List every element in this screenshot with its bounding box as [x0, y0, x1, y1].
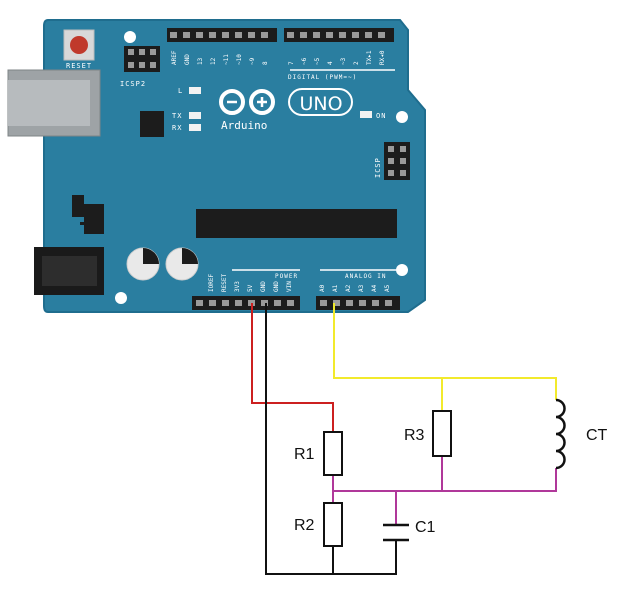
- pin-label: 3V3: [234, 281, 241, 292]
- resistor-r1: [323, 431, 343, 476]
- inductor-ct-icon: [555, 398, 566, 470]
- pin-label: ~9: [249, 57, 256, 65]
- pin-label: 4: [327, 61, 334, 65]
- pin-label: A0: [319, 284, 326, 292]
- pin-label: A5: [384, 284, 391, 292]
- power-header: [192, 296, 300, 310]
- power-pin-labels: IOREF RESET 3V3 5V GND GND VIN: [208, 274, 293, 292]
- icsp-label: ICSP: [374, 157, 382, 178]
- pin-label: VIN: [286, 281, 293, 292]
- pin-label: ~5: [314, 57, 321, 65]
- reset-label: RESET: [66, 62, 92, 70]
- pin-label: 8: [262, 61, 269, 65]
- power-jack-inner: [42, 256, 97, 286]
- led-l-label: L: [178, 87, 183, 95]
- wire-red-5v: [251, 303, 334, 432]
- led-tx: [189, 112, 201, 119]
- pin-label: 13: [197, 57, 204, 65]
- led-tx-label: TX: [172, 112, 182, 120]
- pin-label: RX◂0: [379, 50, 386, 65]
- resistor-r3: [432, 410, 452, 457]
- wire-magenta-mid: [332, 468, 557, 492]
- pin-label: GND: [184, 54, 191, 65]
- pin-label: RESET: [221, 274, 228, 292]
- r3-label: R3: [404, 427, 425, 444]
- pin-label: ~6: [301, 57, 308, 65]
- digital-header-label: DIGITAL (PWM=~): [288, 74, 357, 81]
- led-l: [189, 87, 201, 94]
- usb-connector-inner: [8, 80, 90, 126]
- pin-label: 7: [288, 61, 295, 65]
- arduino-brand: Arduino: [221, 119, 267, 132]
- arduino-logo-icon: [219, 89, 275, 115]
- wire-yellow-a1: [333, 303, 557, 400]
- pin-label: ~10: [236, 54, 243, 65]
- capacitor-c1: [383, 523, 409, 542]
- pin-label: A4: [371, 284, 378, 292]
- small-chip: [140, 111, 164, 137]
- pin-label: 5V: [247, 284, 254, 292]
- digital-header-right: [284, 28, 394, 42]
- analog-header: [316, 296, 400, 310]
- digital-top-pin-labels: AREF GND 13 12 ~11 ~10 ~9 8: [171, 50, 269, 65]
- board-capacitor: [165, 247, 199, 281]
- pin-label: TX▸1: [366, 50, 373, 65]
- led-rx: [189, 124, 201, 131]
- resistor-r2: [323, 502, 343, 547]
- led-rx-label: RX: [172, 124, 182, 132]
- mount-hole: [115, 292, 127, 304]
- analog-label: ANALOG IN: [345, 273, 387, 280]
- analog-pin-labels: A0 A1 A2 A3 A4 A5: [319, 284, 391, 292]
- icsp-header: [384, 142, 410, 180]
- digital-header-left: [167, 28, 277, 42]
- atmega-chip: [196, 209, 397, 238]
- wire-black-gnd: [265, 303, 397, 575]
- voltage-regulator: [72, 195, 104, 234]
- power-label: POWER: [275, 273, 298, 280]
- uno-label: UNO: [299, 93, 342, 115]
- c1-label: C1: [415, 519, 436, 536]
- reset-button[interactable]: [63, 29, 95, 61]
- ct-label: CT: [586, 427, 608, 444]
- wires: [251, 303, 557, 575]
- pin-label: 12: [210, 57, 217, 65]
- uno-badge: [288, 88, 353, 116]
- on-label: ON: [376, 112, 386, 120]
- pin-label: 2: [353, 61, 360, 65]
- pin-label: ~3: [340, 57, 347, 65]
- board-capacitor: [126, 247, 160, 281]
- mount-hole: [396, 264, 408, 276]
- mount-hole: [124, 31, 136, 43]
- pin-label: A1: [332, 284, 339, 292]
- board-outline: [43, 19, 426, 313]
- pin-label: GND: [273, 281, 280, 292]
- icsp2-label: ICSP2: [120, 80, 146, 88]
- led-on: [360, 111, 372, 118]
- pin-label: AREF: [171, 50, 178, 65]
- mount-hole: [396, 111, 408, 123]
- pin-label: GND: [260, 281, 267, 292]
- r1-label: R1: [294, 446, 315, 463]
- arduino-uno-board: RESET ICSP2 ARE: [7, 19, 426, 313]
- r2-label: R2: [294, 517, 315, 534]
- icsp2-header: [124, 46, 160, 72]
- pin-label: A2: [345, 284, 352, 292]
- digital-right-pin-labels: 7 ~6 ~5 4 ~3 2 TX▸1 RX◂0: [288, 50, 386, 65]
- pin-label: A3: [358, 284, 365, 292]
- pin-label: ~11: [223, 54, 230, 65]
- pin-label: IOREF: [208, 274, 215, 292]
